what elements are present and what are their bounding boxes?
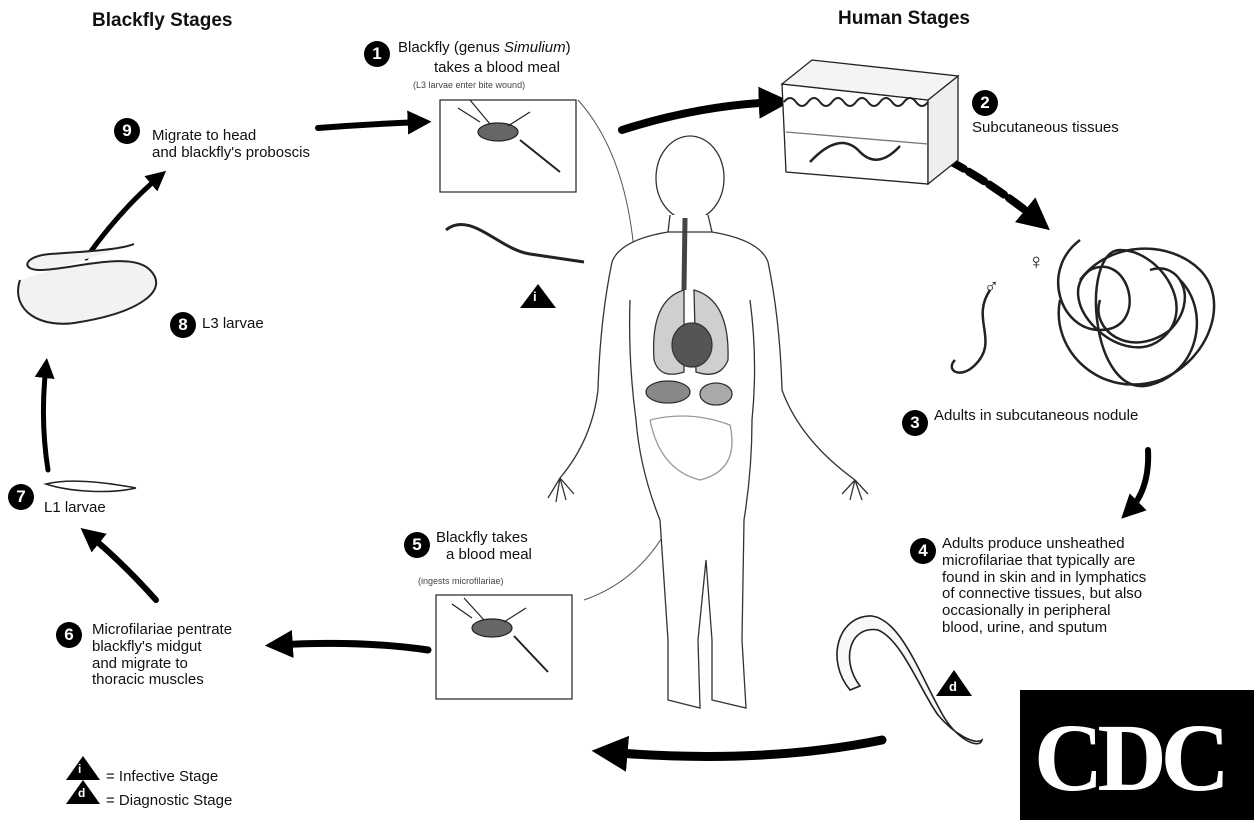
arrow-3-to-4 <box>1128 450 1148 512</box>
diagnostic-marker-letter: d <box>949 680 957 695</box>
step-9-caption: Migrate to head and blackfly's proboscis <box>152 128 310 162</box>
blackfly-stages-header: Blackfly Stages <box>92 10 232 31</box>
arrow-7-to-8 <box>43 366 48 470</box>
step-4-line: blood, urine, and sputum <box>942 620 1146 637</box>
infective-marker-letter: i <box>533 290 537 305</box>
step-8-caption: L3 larvae <box>202 316 264 333</box>
step-7-caption: L1 larvae <box>44 500 106 517</box>
step-6-line: blackfly's midgut <box>92 639 232 656</box>
step-3-badge: 3 <box>902 410 928 436</box>
step-4-badge: 4 <box>910 538 936 564</box>
step-1-note: (L3 larvae enter bite wound) <box>413 80 525 90</box>
female-symbol: ♀ <box>1028 250 1045 275</box>
step-1-text-suffix: ) <box>566 39 571 56</box>
human-figure <box>548 136 868 708</box>
skin-tissue-block <box>782 60 958 184</box>
step-1-genus: Simulium <box>504 39 566 56</box>
step-6-line: thoracic muscles <box>92 672 232 689</box>
step-4-line: microfilariae that typically are <box>942 553 1146 570</box>
step-6-caption: Microfilariae pentrate blackfly's midgut… <box>92 622 232 689</box>
step-8-badge: 8 <box>170 312 196 338</box>
step-9-badge: 9 <box>114 118 140 144</box>
step-4-line: Adults produce unsheathed <box>942 536 1146 553</box>
step-4-line: found in skin and in lymphatics <box>942 570 1146 587</box>
step-3-caption: Adults in subcutaneous nodule <box>934 408 1138 425</box>
step-6-line: Microfilariae pentrate <box>92 622 232 639</box>
arrow-4-to-5 <box>606 740 882 756</box>
blackfly-inset-top <box>440 100 584 262</box>
cdc-logo: CDC <box>1020 690 1254 820</box>
step-4-caption: Adults produce unsheathed microfilariae … <box>942 536 1146 637</box>
arrow-9-to-1 <box>318 122 422 128</box>
step-2-badge: 2 <box>972 90 998 116</box>
blackfly-inset-bottom <box>436 595 572 699</box>
human-stages-header: Human Stages <box>838 8 970 29</box>
step-1-badge: 1 <box>364 41 390 67</box>
trachea <box>684 218 685 290</box>
cdc-logo-text: CDC <box>1034 702 1224 813</box>
legend-infective-text: = Infective Stage <box>106 768 218 785</box>
stomach <box>700 383 732 405</box>
step-1-caption: Blackfly (genus Simulium) <box>398 40 571 57</box>
step-7-badge: 7 <box>8 484 34 510</box>
step-5-caption: Blackfly takes a blood meal <box>436 530 532 564</box>
step-5-line: Blackfly takes <box>436 530 532 547</box>
step-5-note: (ingests microfilariae) <box>418 576 504 586</box>
legend-diagnostic-letter: d <box>78 787 85 800</box>
step-1-text-prefix: Blackfly (genus <box>398 39 504 56</box>
arrow-5-to-6 <box>276 643 428 650</box>
heart <box>672 323 712 367</box>
step-6-badge: 6 <box>56 622 82 648</box>
arrow-1-to-2 <box>622 102 778 130</box>
l3-larva <box>18 244 156 324</box>
step-6-line: and migrate to <box>92 656 232 673</box>
legend-diagnostic-text: = Diagnostic Stage <box>106 792 232 809</box>
arrow-2-to-3 <box>948 160 1040 222</box>
step-9-line: Migrate to head <box>152 128 310 145</box>
male-symbol: ♂ <box>984 276 999 298</box>
arrow-8-to-9 <box>86 176 160 258</box>
step-4-line: occasionally in peripheral <box>942 603 1146 620</box>
step-1-caption-line2: takes a blood meal <box>434 60 560 77</box>
liver <box>646 381 690 403</box>
step-2-caption: Subcutaneous tissues <box>972 120 1119 137</box>
step-9-line: and blackfly's proboscis <box>152 145 310 162</box>
arrow-6-to-7 <box>88 534 156 600</box>
l1-larva <box>46 481 136 491</box>
step-5-badge: 5 <box>404 532 430 558</box>
adult-worms <box>952 240 1214 386</box>
legend-infective-letter: i <box>78 763 81 776</box>
step-5-line: a blood meal <box>436 547 532 564</box>
step-4-line: of connective tissues, but also <box>942 586 1146 603</box>
